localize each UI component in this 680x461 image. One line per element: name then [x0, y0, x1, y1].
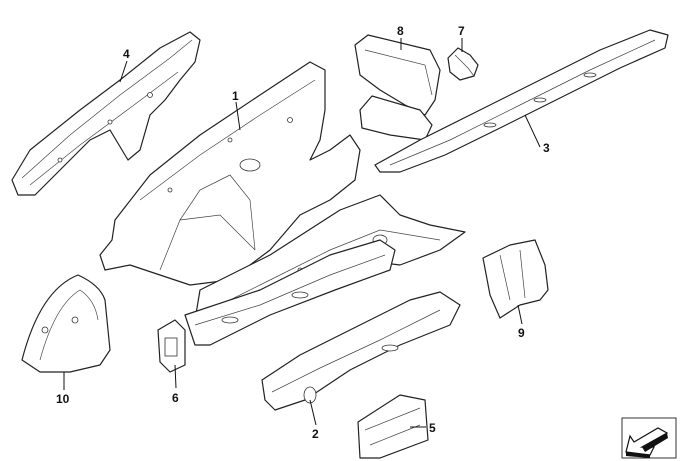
part-1[interactable]: [99, 61, 361, 286]
label-part-2: 2: [312, 427, 319, 441]
part-7[interactable]: [447, 47, 479, 81]
part-9[interactable]: [482, 239, 549, 319]
view-direction-arrow-icon: [621, 417, 677, 459]
part-2-upper[interactable]: [184, 239, 396, 346]
label-part-6: 6: [172, 391, 179, 405]
part-5[interactable]: [357, 394, 429, 459]
part-6[interactable]: [157, 319, 186, 373]
label-part-10: 10: [56, 392, 70, 406]
leader-lines: [63, 38, 541, 428]
label-part-1: 1: [232, 89, 239, 103]
part-4[interactable]: [11, 31, 201, 196]
part-3[interactable]: [374, 29, 669, 173]
label-part-7: 7: [458, 24, 465, 38]
part-2[interactable]: [261, 291, 461, 411]
label-part-9: 9: [518, 326, 525, 340]
label-part-4: 4: [123, 47, 130, 61]
part-8[interactable]: [354, 34, 441, 141]
label-part-8: 8: [397, 24, 404, 38]
part-10[interactable]: [21, 274, 111, 373]
label-part-5: 5: [429, 421, 436, 435]
label-part-3: 3: [543, 141, 550, 155]
